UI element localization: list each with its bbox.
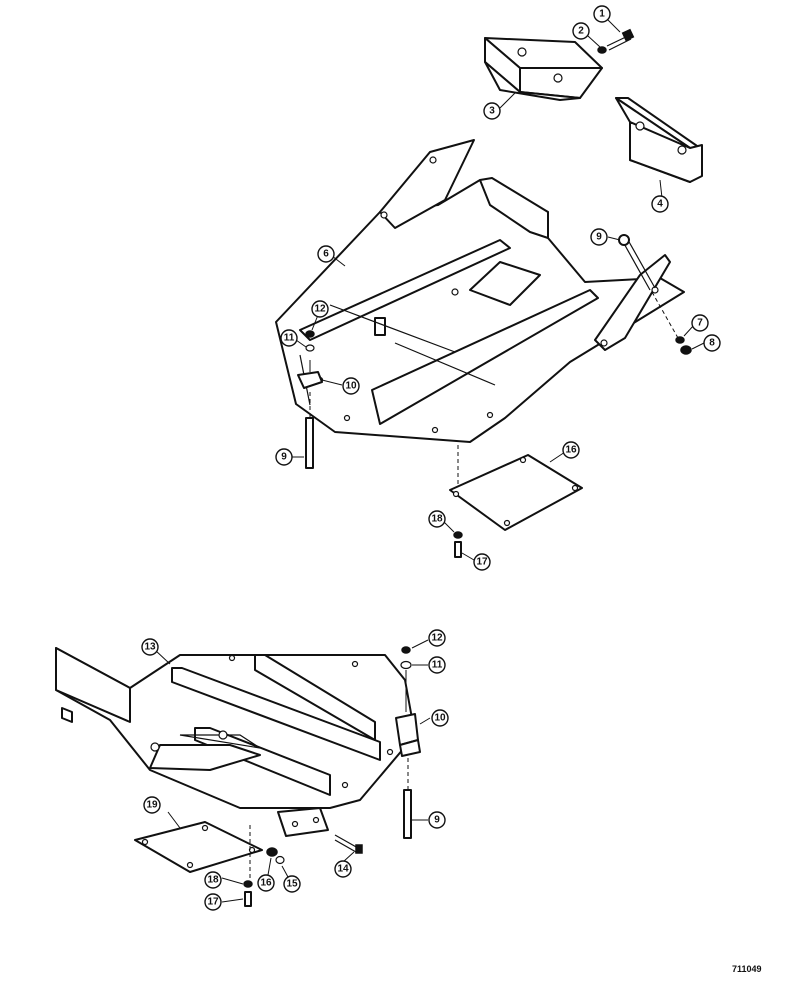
- svg-text:19: 19: [146, 800, 158, 811]
- callout-17-bottom: 17: [204, 893, 222, 911]
- svg-text:9: 9: [434, 815, 440, 826]
- callout-17-top: 17: [473, 553, 491, 571]
- drawing-number: 711049: [732, 964, 762, 974]
- cover-plate-part-16-top: [449, 445, 583, 531]
- callout-7: 7: [691, 314, 709, 332]
- svg-text:17: 17: [476, 557, 488, 568]
- callout-18-top: 18: [428, 510, 446, 528]
- cover-plate-part-19: [134, 821, 263, 873]
- svg-text:4: 4: [657, 199, 663, 210]
- floor-plate-part-13: [55, 647, 416, 809]
- bolt-part-1: [606, 28, 635, 51]
- svg-text:11: 11: [284, 333, 295, 344]
- svg-text:2: 2: [578, 26, 584, 37]
- callout-18-bottom: 18: [204, 871, 222, 889]
- callout-11-bottom: 11: [428, 656, 446, 674]
- svg-text:16: 16: [260, 878, 272, 889]
- bolt-part-9-left: [305, 392, 314, 469]
- washer-part-18-bottom: [243, 880, 253, 888]
- callout-12-top: 12: [311, 300, 329, 318]
- bracket-box-part-4: [615, 97, 703, 183]
- svg-text:18: 18: [431, 514, 443, 525]
- svg-text:10: 10: [345, 381, 357, 392]
- callout-11-top: 11: [280, 329, 298, 347]
- svg-text:15: 15: [286, 879, 298, 890]
- callout-10-top: 10: [342, 377, 360, 395]
- svg-text:13: 13: [144, 642, 156, 653]
- nut-part-12-top: [305, 330, 315, 338]
- callout-4: 4: [651, 195, 669, 213]
- nut-part-8-top: [680, 345, 692, 355]
- bolt-part-17-top: [454, 541, 462, 558]
- bracket-box-part-3: [484, 37, 603, 101]
- svg-text:11: 11: [432, 660, 443, 671]
- washer-part-11-bottom: [400, 660, 412, 670]
- bolt-part-17-bottom: [244, 891, 252, 907]
- svg-text:6: 6: [323, 249, 329, 260]
- svg-text:8: 8: [709, 338, 715, 349]
- callout-8: 8: [703, 334, 721, 352]
- callout-12-bottom: 12: [428, 629, 446, 647]
- svg-text:10: 10: [434, 713, 446, 724]
- bolt-part-9-right: [618, 234, 679, 339]
- callout-16-bottom: 16: [257, 874, 275, 892]
- callout-14: 14: [334, 860, 352, 878]
- svg-text:9: 9: [281, 452, 287, 463]
- svg-text:9: 9: [596, 232, 602, 243]
- callout-2: 2: [572, 22, 590, 40]
- clip-part-10-bottom: [395, 713, 421, 757]
- svg-text:17: 17: [207, 897, 219, 908]
- svg-text:1: 1: [599, 9, 605, 20]
- callout-10-bottom: 10: [431, 709, 449, 727]
- clip-part-10-top: [297, 360, 323, 389]
- bracket-part-14: [277, 807, 363, 854]
- callout-19: 19: [143, 796, 161, 814]
- nut-part-12-bottom: [401, 646, 411, 654]
- svg-text:12: 12: [314, 304, 326, 315]
- callout-16-top: 16: [562, 441, 580, 459]
- callout-9-left: 9: [275, 448, 293, 466]
- washer-part-16-bottom: [266, 847, 278, 857]
- svg-text:12: 12: [431, 633, 443, 644]
- callout-3: 3: [483, 102, 501, 120]
- washer-part-11-top: [305, 344, 315, 352]
- washer-part-18-top: [453, 531, 463, 539]
- callout-9-bottom: 9: [428, 811, 446, 829]
- svg-text:7: 7: [697, 318, 703, 329]
- floor-plate-part-6: [275, 139, 685, 443]
- bolt-part-9-bottom: [403, 758, 412, 839]
- callout-6: 6: [317, 245, 335, 263]
- washer-part-2: [597, 46, 607, 54]
- svg-text:18: 18: [207, 875, 219, 886]
- callout-15: 15: [283, 875, 301, 893]
- svg-text:16: 16: [565, 445, 577, 456]
- leader-lines: [154, 19, 705, 903]
- callout-1: 1: [593, 5, 611, 23]
- washer-part-15: [275, 855, 285, 865]
- svg-text:14: 14: [337, 864, 349, 875]
- washer-part-7: [675, 336, 685, 344]
- callout-13: 13: [141, 638, 159, 656]
- callout-9-right: 9: [590, 228, 608, 246]
- svg-text:3: 3: [489, 106, 495, 117]
